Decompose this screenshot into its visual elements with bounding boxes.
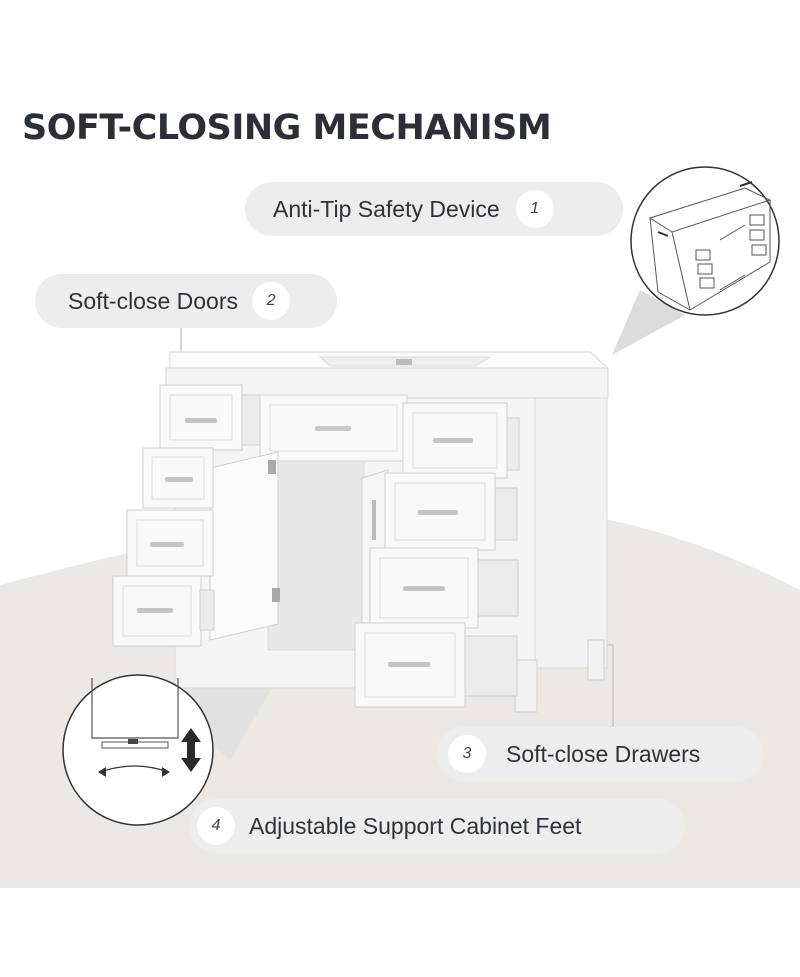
anti-tip-detail-inset (630, 166, 780, 316)
right-drawer-2 (384, 472, 518, 551)
countertop (165, 351, 610, 399)
callout-soft-close-drawers: 3 Soft-close Drawers (436, 727, 764, 781)
callout-wedge-anti-tip (612, 290, 685, 355)
right-drawer-4 (354, 622, 518, 708)
page-title: SOFT-CLOSING MECHANISM (22, 108, 552, 148)
left-drawer-3 (126, 509, 214, 577)
callout-adjustable-feet: 4 Adjustable Support Cabinet Feet (189, 799, 685, 853)
callout-label: Adjustable Support Cabinet Feet (249, 812, 582, 839)
callout-soft-close-doors: Soft-close Doors 2 (35, 274, 337, 328)
up-down-arrow-icon (181, 728, 201, 772)
center-drawer (259, 394, 408, 462)
right-drawer-3 (369, 547, 519, 629)
callout-label: Anti-Tip Safety Device (273, 195, 500, 222)
callout-label: Soft-close Doors (68, 287, 239, 314)
right-drawer-1 (402, 402, 520, 479)
callout-number-badge: 3 (448, 735, 486, 773)
open-door-left (209, 451, 280, 641)
callout-number-badge: 1 (515, 190, 554, 228)
left-drawer-4 (112, 575, 215, 647)
adjustable-foot-detail-inset (62, 674, 214, 826)
left-drawer-2 (142, 447, 214, 509)
callout-label: Soft-close Drawers (506, 740, 701, 767)
callout-number-badge: 4 (197, 807, 235, 845)
callout-number-badge: 2 (252, 282, 291, 320)
left-drawer-1 (159, 384, 261, 451)
callout-anti-tip: Anti-Tip Safety Device 1 (245, 182, 623, 236)
